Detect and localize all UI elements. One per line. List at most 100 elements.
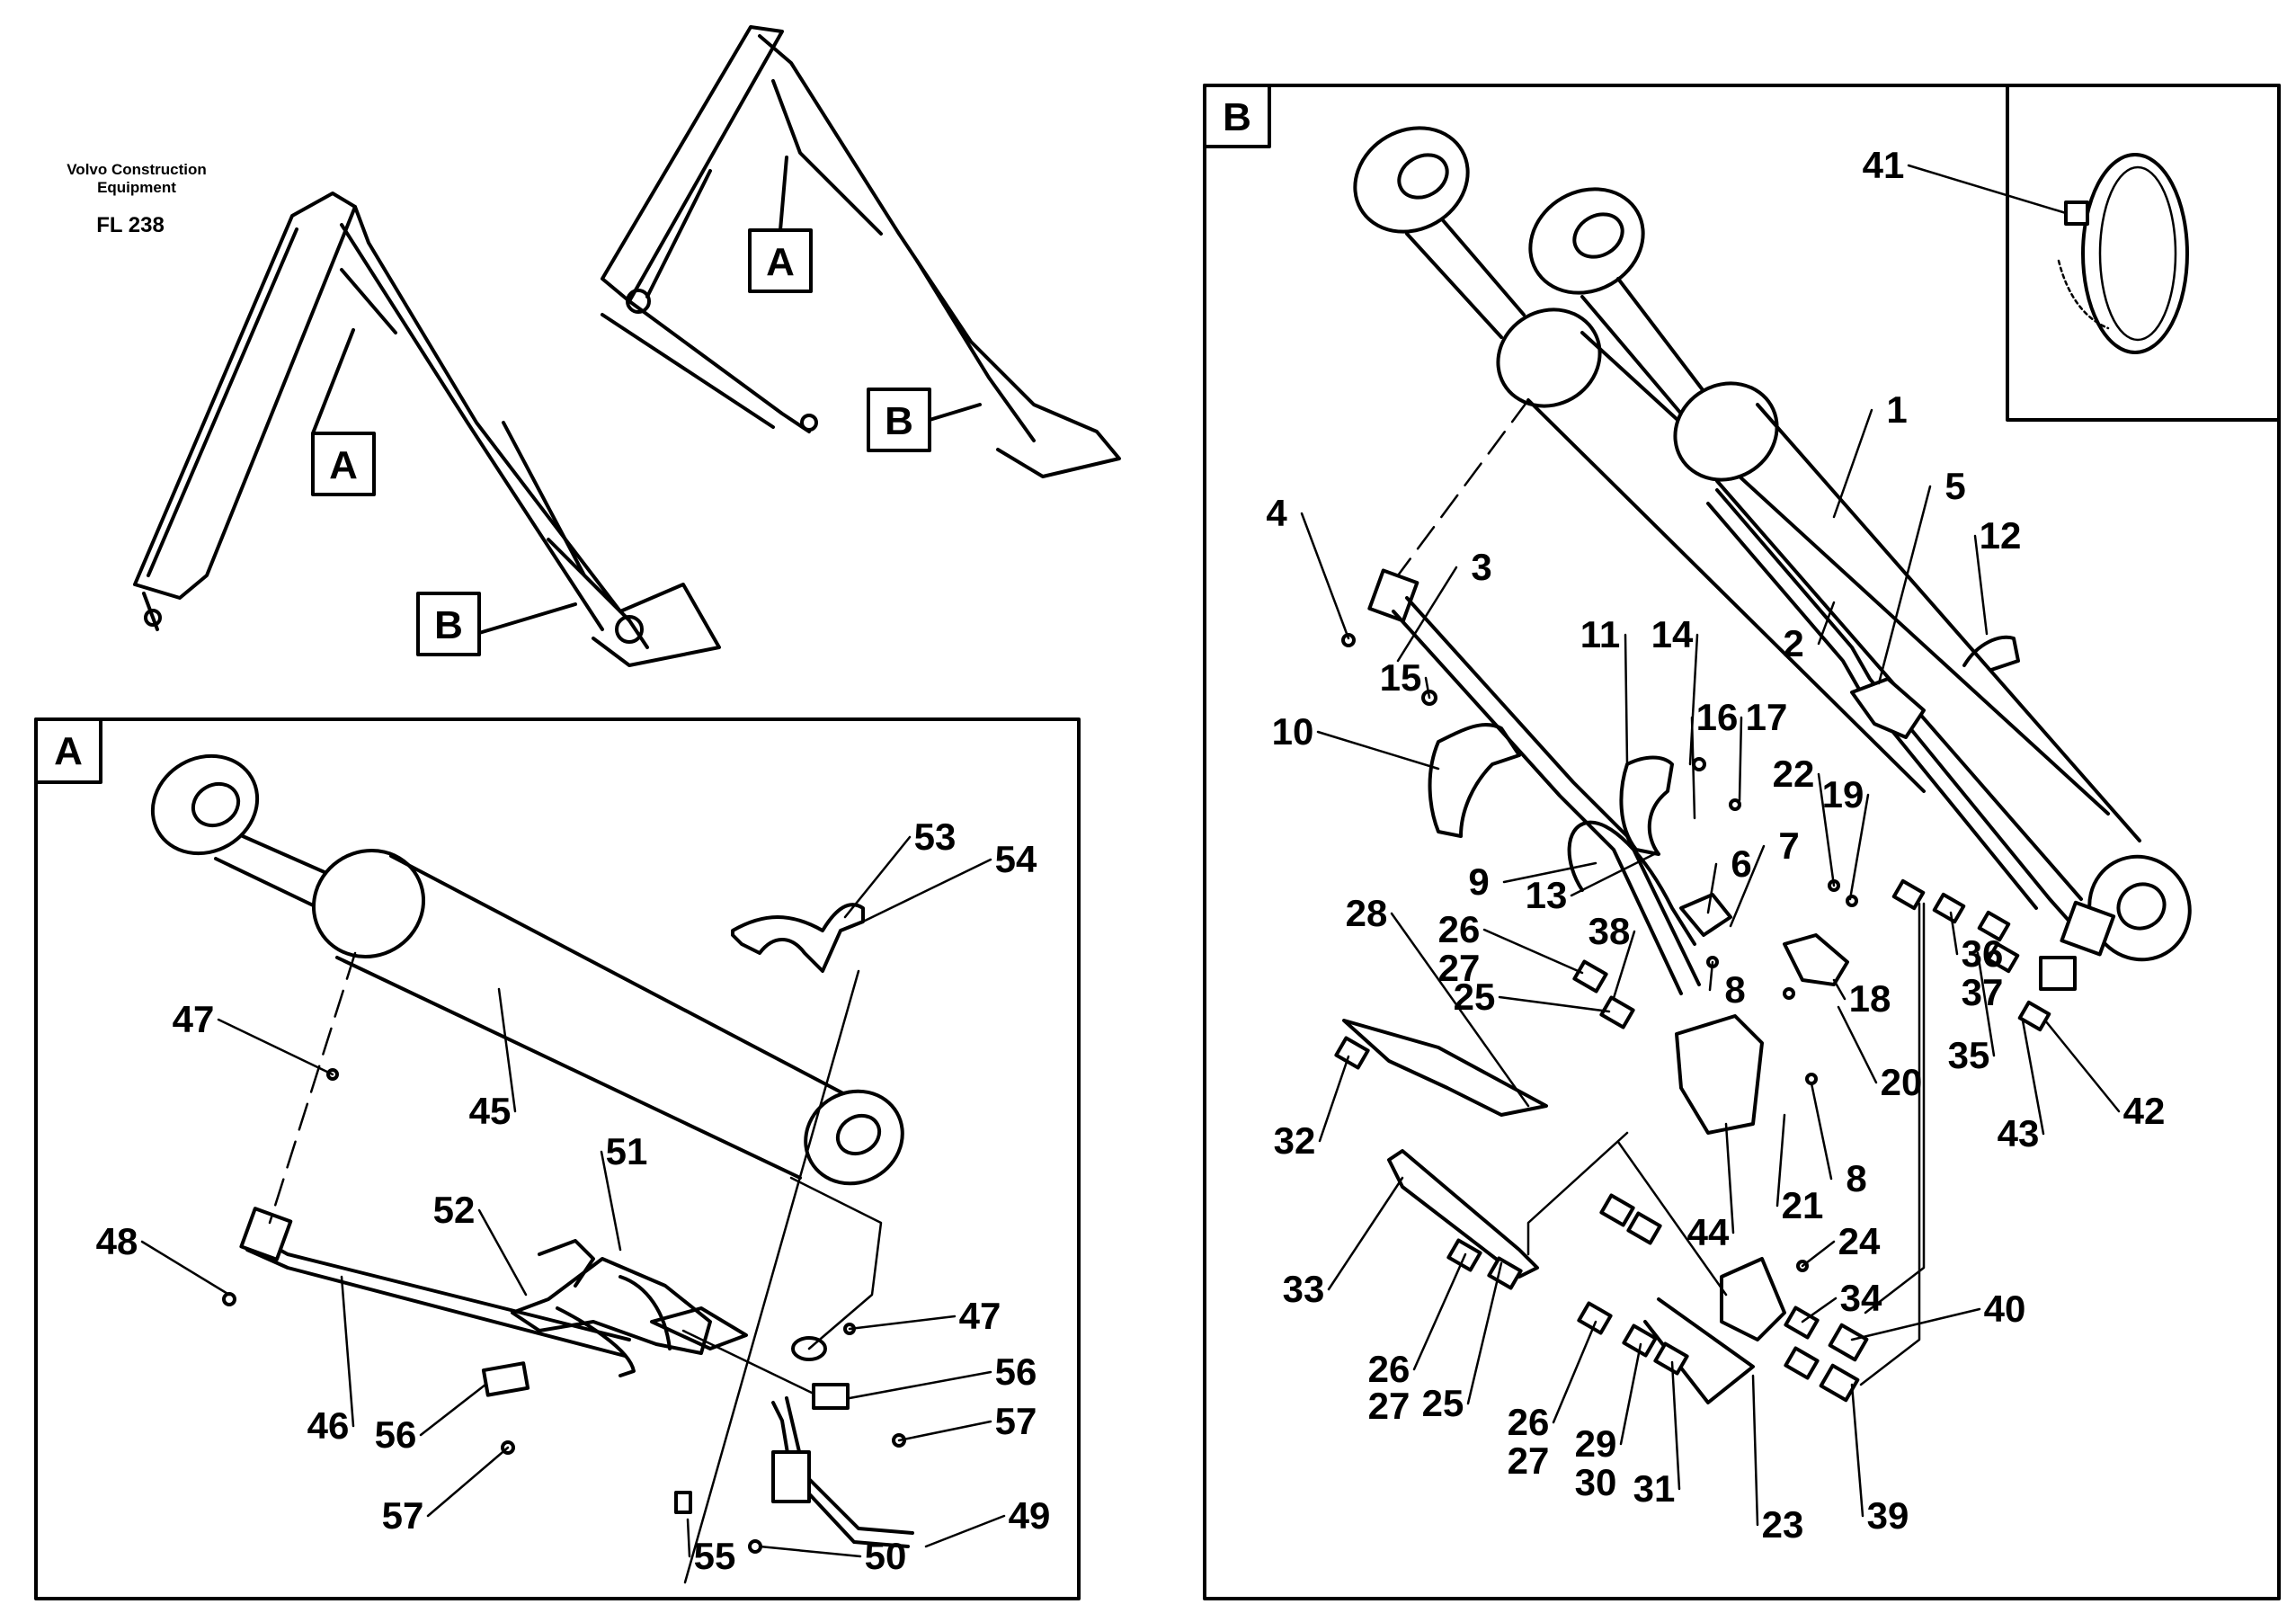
panel-b-leader-32 [1318, 1055, 1350, 1143]
panel-b-callout-20: 20 [1881, 1061, 1923, 1103]
panel-b-callout-41: 41 [1863, 144, 1905, 186]
panel-a-leader-52 [477, 1208, 528, 1297]
panel-b-callout-35: 35 [1948, 1034, 1990, 1076]
panel-b-leader-11 [1624, 633, 1629, 766]
panel-b-leader-6 [1706, 862, 1718, 914]
panel-a-leader-50 [758, 1545, 862, 1558]
panel-b-leader-36 [1949, 911, 1959, 956]
panel-a-label: A [54, 729, 83, 773]
panel-b-leader-38 [1612, 930, 1636, 1000]
publisher-name-line2: Equipment [97, 179, 176, 196]
panel-b-leader-25 [1466, 1261, 1503, 1405]
panel-a-callout-50: 50 [865, 1535, 907, 1577]
panel-b-inset-frame [2006, 84, 2281, 422]
panel-a-frame [34, 717, 1081, 1600]
panel-a-leader-54 [861, 858, 992, 923]
panel-a-callout-54: 54 [995, 838, 1037, 880]
panel-a-leader-57 [897, 1420, 992, 1442]
panel-a-callout-57: 57 [995, 1400, 1037, 1442]
panel-b-callout-44: 44 [1687, 1211, 1730, 1253]
panel-b-leader-26 [1552, 1320, 1597, 1424]
panel-b-callout-43: 43 [1998, 1112, 2040, 1154]
panel-b-leader-18 [1832, 978, 1847, 1001]
panel-b-leader-35 [1976, 951, 1996, 1057]
panel-b-leader-25 [1498, 995, 1611, 1013]
panel-a-leader-53 [843, 835, 912, 919]
overview-callout-b-right: B [867, 388, 982, 452]
panel-b-callout-42: 42 [2123, 1090, 2166, 1132]
svg-text:B: B [434, 603, 463, 647]
panel-b-callout-17: 17 [1746, 696, 1788, 738]
panel-a-callout-46: 46 [307, 1404, 350, 1447]
panel-b-label: B [1223, 95, 1251, 139]
panel-b-callout-27: 27 [1508, 1439, 1550, 1482]
panel-b-callout-6: 6 [1731, 842, 1751, 885]
svg-text:B: B [885, 399, 913, 443]
panel-b-label-box [1203, 84, 1271, 148]
panel-a-callout-56: 56 [995, 1350, 1037, 1393]
panel-b-leader-21 [1775, 1113, 1786, 1208]
panel-b-callout-27: 27 [1368, 1385, 1411, 1427]
panel-b-leader-28 [1390, 912, 1530, 1108]
panel-b-callout-27: 27 [1438, 947, 1481, 989]
panel-a-cylinder-assembly [150, 753, 914, 1584]
panel-a-callout-47: 47 [959, 1295, 1001, 1337]
panel-b-leader-16 [1690, 716, 1696, 820]
panel-a-leader-48 [140, 1240, 231, 1297]
panel-a-leader-56 [419, 1383, 487, 1437]
panel-b-callout-34: 34 [1840, 1277, 1882, 1319]
panel-b-leader-31 [1670, 1360, 1681, 1491]
panel-b-leader-3 [1396, 566, 1458, 663]
panel-b-leader-43 [2021, 1019, 2045, 1136]
panel-b-leader-8 [1810, 1082, 1833, 1181]
panel-b-callout-22: 22 [1773, 753, 1815, 795]
panel-b-callout-21: 21 [1782, 1184, 1824, 1226]
panel-a-callout-55: 55 [694, 1535, 736, 1577]
panel-b-leader-8 [1708, 960, 1714, 992]
panel-b-leader-9 [1502, 861, 1597, 884]
panel-b-leader-26 [1412, 1252, 1467, 1371]
panel-b-leader-41 [1907, 164, 2068, 215]
panel-b-leader-10 [1316, 730, 1440, 771]
panel-b-callout-23: 23 [1762, 1503, 1804, 1546]
panel-a-leader-57 [426, 1446, 510, 1518]
panel-b-callout-18: 18 [1849, 977, 1891, 1020]
panel-b-leader-2 [1817, 601, 1836, 646]
panel-b-leader-1 [1832, 408, 1873, 519]
svg-text:A: A [766, 240, 795, 284]
panel-b-callout-10: 10 [1272, 710, 1314, 753]
panel-b-leader-17 [1738, 716, 1743, 802]
panel-b-callout-33: 33 [1283, 1268, 1325, 1310]
panel-b-callout-25: 25 [1422, 1382, 1464, 1424]
overview-callout-a-right: A [748, 156, 813, 293]
panel-a-leader-55 [686, 1518, 691, 1558]
panel-b-callout-8: 8 [1846, 1157, 1866, 1199]
panel-b-leader-24 [1801, 1240, 1836, 1268]
panel-b-callout-37: 37 [1962, 971, 2004, 1013]
panel-b-leader-13 [1570, 852, 1656, 897]
panel-b-callout-40: 40 [1984, 1288, 2026, 1330]
panel-b-cylinder-assembly [1334, 126, 2192, 1404]
panel-b-callout-39: 39 [1867, 1494, 1909, 1537]
svg-text:A: A [329, 443, 358, 487]
model-code: FL 238 [96, 213, 165, 237]
panel-a-leader-49 [924, 1514, 1006, 1548]
panel-b-callout-11: 11 [1580, 613, 1620, 655]
panel-a-callout-47: 47 [173, 998, 215, 1040]
panel-a-callout-56: 56 [375, 1413, 417, 1456]
panel-a-callout-45: 45 [469, 1090, 512, 1132]
panel-b-leader-19 [1848, 793, 1870, 901]
panel-a-callout-52: 52 [433, 1189, 476, 1231]
panel-b-callout-29: 29 [1575, 1422, 1617, 1465]
panel-a-leader-45 [497, 987, 517, 1113]
panel-b-leader-4 [1300, 512, 1350, 640]
panel-b-callout-5: 5 [1944, 465, 1965, 507]
overview-loader-arm-right [601, 25, 1121, 478]
panel-b-callout-32: 32 [1274, 1119, 1316, 1162]
panel-a-leader-46 [340, 1275, 355, 1428]
panel-b-callout-26: 26 [1438, 908, 1481, 950]
panel-a-leader-56 [848, 1370, 992, 1400]
